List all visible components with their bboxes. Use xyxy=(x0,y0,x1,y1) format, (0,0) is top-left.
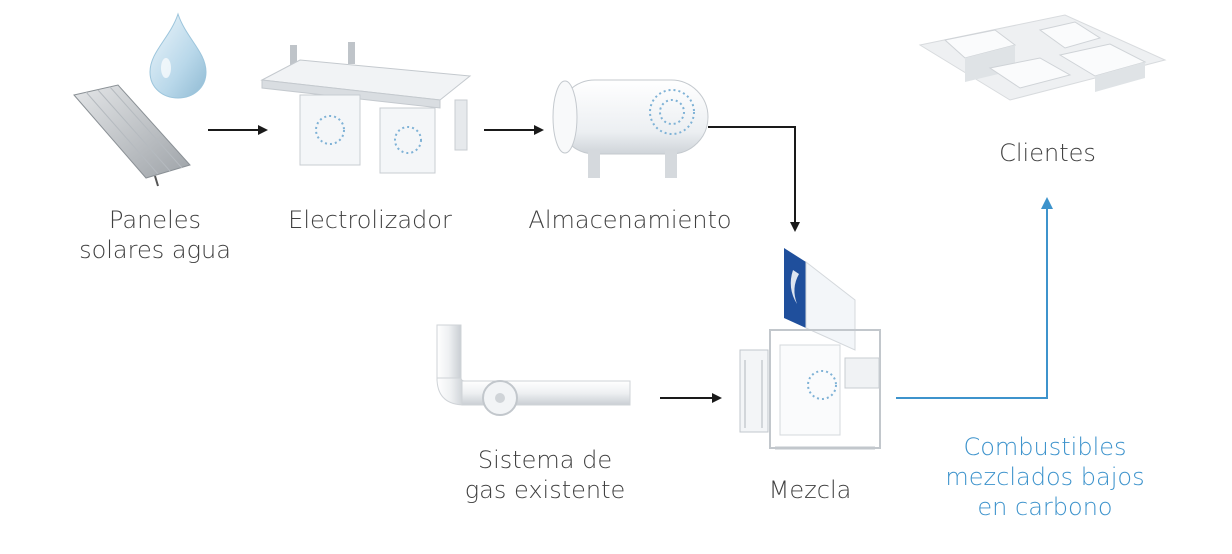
arrow-blend-to-customers xyxy=(896,197,1053,399)
gas-label-line2: gas existente xyxy=(464,476,626,504)
solar-panel-icon xyxy=(73,84,191,187)
gas-label: Sistema de gas existente xyxy=(435,445,655,505)
water-drop-icon xyxy=(149,12,207,99)
solar-label-line2: solares agua xyxy=(79,236,231,264)
electrolyzer-icon xyxy=(260,42,472,174)
blending-unit-icon xyxy=(739,248,881,450)
output-label-line3: en carbono xyxy=(977,493,1113,521)
gas-label-line1: Sistema de xyxy=(477,446,613,474)
customers-label: Clientes xyxy=(999,139,1096,167)
gas-pipe-icon xyxy=(436,324,631,416)
solar-label-line1: Paneles xyxy=(108,206,201,234)
storage-tank-icon xyxy=(552,79,709,178)
output-label-line1: Combustibles xyxy=(963,433,1127,461)
electrolyzer-label: Electrolizador xyxy=(288,206,452,234)
output-label-line2: mezclados bajos xyxy=(945,463,1145,491)
solar-label: Paneles solares agua xyxy=(60,205,250,265)
blend-label: Mezcla xyxy=(768,476,852,504)
storage-label: Almacenamiento xyxy=(528,206,732,234)
output-label: Combustibles mezclados bajos en carbono xyxy=(925,432,1165,522)
buildings-icon xyxy=(918,14,1167,101)
arrow-storage-to-blend xyxy=(708,126,800,232)
